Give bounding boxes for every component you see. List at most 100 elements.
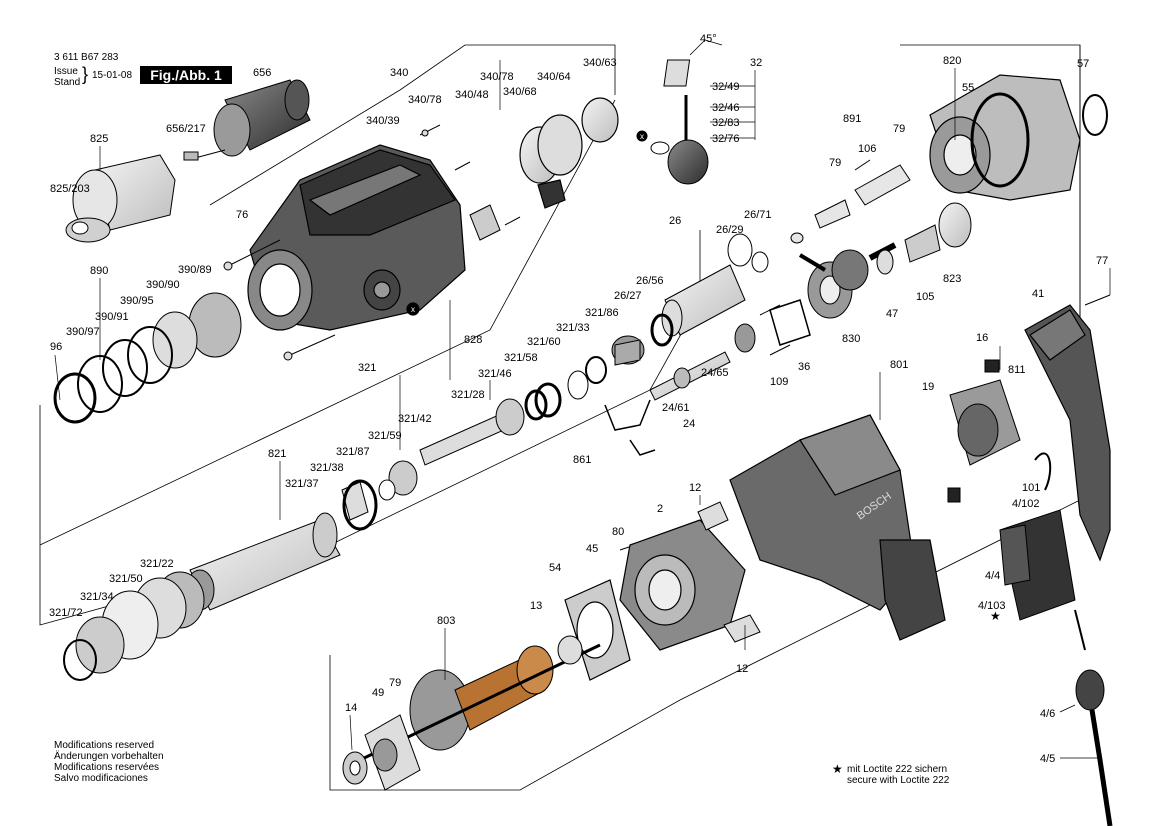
part-label: 24/61 (662, 402, 690, 414)
part-label: 26/27 (614, 290, 642, 302)
modifications-fr: Modifications reservées (54, 762, 160, 773)
part-label: 828 (464, 334, 482, 346)
part-label: 79 (893, 123, 905, 135)
figure-label: Fig./Abb. 1 (140, 66, 232, 84)
part-label: 656 (253, 67, 271, 79)
part-label: 321/38 (310, 462, 344, 474)
part-label: 340/48 (455, 89, 489, 101)
bearing-plate-49 (342, 714, 421, 791)
part-label: 57 (1077, 58, 1089, 70)
part-label: 19 (922, 381, 934, 393)
part-label: 321/86 (585, 307, 619, 319)
part-label: 80 (612, 526, 624, 538)
part-label: 32/49 (712, 81, 740, 93)
part-label: 109 (770, 376, 788, 388)
part-label: 321/37 (285, 478, 319, 490)
part-label: 2 (657, 503, 663, 515)
part-label: 55 (962, 82, 974, 94)
brush-clips-12 (697, 501, 761, 643)
keyless-chuck-656 (183, 79, 311, 161)
part-label: 890 (90, 265, 108, 277)
gear-housing-820 (929, 74, 1108, 201)
part-label: 321/59 (368, 430, 402, 442)
modifications-de: Änderungen vorbehalten (54, 751, 164, 762)
part-label: 821 (268, 448, 286, 460)
part-label: 340 (390, 67, 408, 79)
part-label: 13 (530, 600, 542, 612)
part-label: 321/58 (504, 352, 538, 364)
part-label: 321 (358, 362, 376, 374)
part-label: 4/103 (978, 600, 1006, 612)
part-label: 825/203 (50, 183, 90, 195)
motor-housing-801: BOSCH (729, 414, 946, 641)
clamp-861 (604, 399, 656, 456)
part-label: 12 (689, 482, 701, 494)
loctite-de: mit Loctite 222 sichern (847, 764, 948, 775)
modifications-en: Modifications reserved (54, 740, 155, 751)
part-label: 390/89 (178, 264, 212, 276)
part-label: 26/56 (636, 275, 664, 287)
power-cable (1034, 452, 1113, 826)
part-label: 36 (798, 361, 810, 373)
part-label: 32/76 (712, 133, 740, 145)
cylinder-26 (650, 233, 769, 353)
part-label: 811 (1008, 364, 1026, 376)
striker-parts-321 (341, 335, 645, 521)
front-housing-340: x (247, 144, 466, 331)
leader-lines (54, 60, 1111, 759)
part-label: 321/42 (398, 413, 432, 425)
part-label: 24 (683, 418, 695, 430)
tool-holder-821 (63, 479, 378, 681)
part-label: 106 (858, 143, 876, 155)
part-label: 45 (586, 543, 598, 555)
part-label: 321/22 (140, 558, 174, 570)
gear-823 (868, 202, 972, 275)
fan-guide-45 (564, 579, 631, 681)
part-label: 803 (437, 615, 455, 627)
part-label: 340/78 (480, 71, 514, 83)
part-label: 96 (50, 341, 62, 353)
part-label: 820 (943, 55, 961, 67)
part-label: 4/4 (985, 570, 1000, 582)
part-label: 32/83 (712, 117, 740, 129)
rings-340 (519, 97, 619, 209)
sleeves-891 (790, 164, 911, 244)
part-label: 340/68 (503, 86, 537, 98)
part-label: 12 (736, 663, 748, 675)
part-label: 4/6 (1040, 708, 1055, 720)
part-label: 321/33 (556, 322, 590, 334)
svg-text:x: x (640, 132, 644, 141)
angle-marker (689, 39, 723, 56)
part-label: 321/50 (109, 573, 143, 585)
bracket-36 (769, 299, 811, 346)
loctite-star: ★ (832, 762, 843, 776)
loctite-en: secure with Loctite 222 (847, 775, 950, 786)
part-label: 656/217 (166, 123, 206, 135)
part-label: 340/63 (583, 57, 617, 69)
part-label: 14 (345, 702, 357, 714)
part-label: 24/65 (701, 367, 729, 379)
armature-803 (359, 635, 601, 762)
part-label: 321/28 (451, 389, 485, 401)
part-label: 390/97 (66, 326, 100, 338)
part-label: 390/90 (146, 279, 180, 291)
part-label: 76 (236, 209, 248, 221)
part-label: 79 (829, 157, 841, 169)
part-label: 825 (90, 133, 108, 145)
part-label: 47 (886, 308, 898, 320)
modifications-note: Modifications reserved Änderungen vorbeh… (54, 740, 164, 784)
issue-date: 15-01-08 (92, 70, 133, 81)
part-label: 340/64 (537, 71, 571, 83)
crank-830 (798, 249, 869, 319)
stator-2 (619, 519, 746, 651)
part-label: 26/29 (716, 224, 744, 236)
brace: } (82, 64, 89, 84)
part-label: 26 (669, 215, 681, 227)
part-label: 823 (943, 273, 961, 285)
part-label: 4/5 (1040, 753, 1055, 765)
switch-4-4 (999, 509, 1076, 621)
part-label: 54 (549, 562, 561, 574)
part-labels: 656 656/217 825 825/203 76 890 390/89 39… (49, 33, 1108, 765)
